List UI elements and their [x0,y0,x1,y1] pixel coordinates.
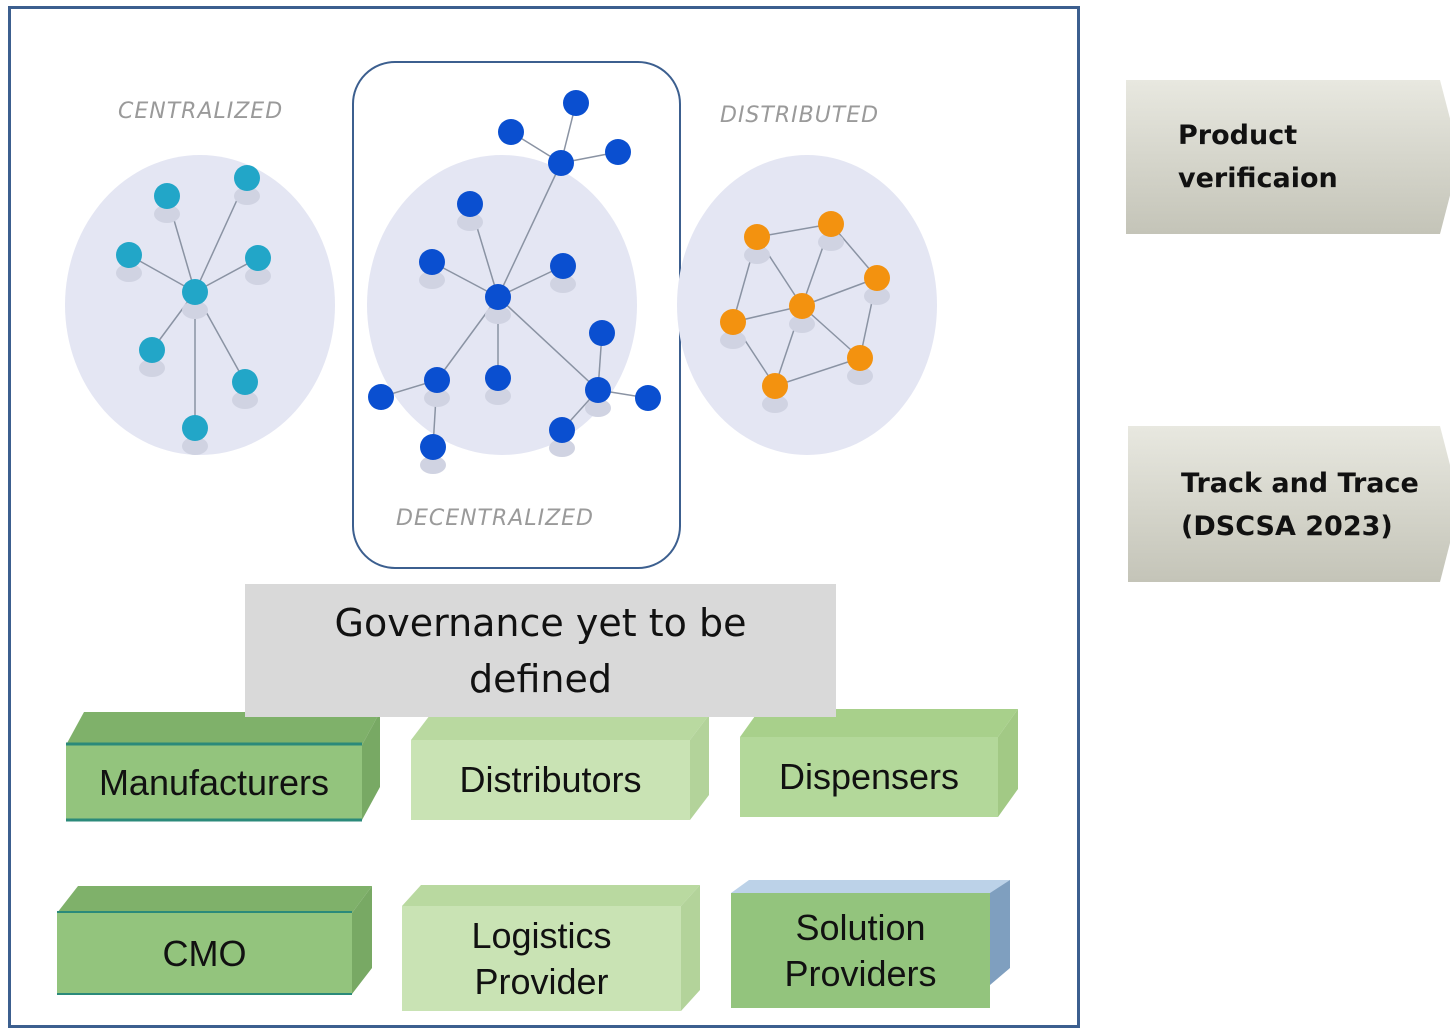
centralized-node [234,165,260,191]
solution-box [731,880,1010,1008]
distributed-node [847,345,873,371]
decentralized-shadows [419,213,611,474]
decentralized-node [635,385,661,411]
centralized-node [116,242,142,268]
centralized-label: CENTRALIZED [118,99,283,124]
decentralized-node [457,191,483,217]
decentralized-node [424,367,450,393]
centralized-node [182,415,208,441]
centralized-node [139,337,165,363]
logistics-label: Logistics Provider [471,914,612,1002]
centralized-node [232,369,258,395]
centralized-nodes [116,165,271,441]
distributed-node [720,309,746,335]
logistics-box [402,885,700,1011]
distributors-box [411,715,709,820]
distributed-node [864,265,890,291]
centralized-shadows [116,187,271,455]
track-trace-label: Track and Trace (DSCSA 2023) [1181,468,1419,542]
decentralized-node [550,253,576,279]
decentralized-network: DECENTRALIZED [352,61,681,569]
decentralized-node [485,365,511,391]
distributed-shadows [720,233,890,413]
decentralized-node [485,284,511,310]
decentralized-node [549,417,575,443]
solution-label: Solution Providers [784,906,937,994]
distributed-node [762,373,788,399]
decentralized-node [368,384,394,410]
governance-text: Governance yet to be defined [334,600,747,701]
decentralized-label: DECENTRALIZED [396,506,594,531]
decentralized-node [585,377,611,403]
distributors-label: Distributors [459,759,642,800]
dispensers-label: Dispensers [778,756,960,797]
decentralized-node [498,119,524,145]
product-verification-label: Product verificaion [1178,120,1338,194]
centralized-node [154,183,180,209]
decentralized-node [419,249,445,275]
dispensers-box [740,709,1018,817]
cmo-box [57,886,372,995]
distributed-nodes [720,211,890,399]
decentralized-node [563,90,589,116]
distributed-node [744,224,770,250]
decentralized-node [420,434,446,460]
distributed-node [789,293,815,319]
distributed-label: DISTRIBUTED [720,103,879,128]
governance-banner: Governance yet to be defined [245,584,836,717]
centralized-node [245,245,271,271]
decentralized-node [605,139,631,165]
product-verification-arrow [1126,80,1450,234]
centralized-network: CENTRALIZED [65,99,335,455]
manufacturers-box [66,712,380,822]
distributed-network: DISTRIBUTED [677,103,937,455]
decentralized-node [548,150,574,176]
cmo-label: CMO [162,932,247,974]
track-trace-arrow [1128,426,1450,582]
centralized-node [182,279,208,305]
decentralized-node [589,320,615,346]
manufacturers-label: Manufacturers [98,761,330,803]
distributed-node [818,211,844,237]
decentralized-nodes [368,90,661,460]
